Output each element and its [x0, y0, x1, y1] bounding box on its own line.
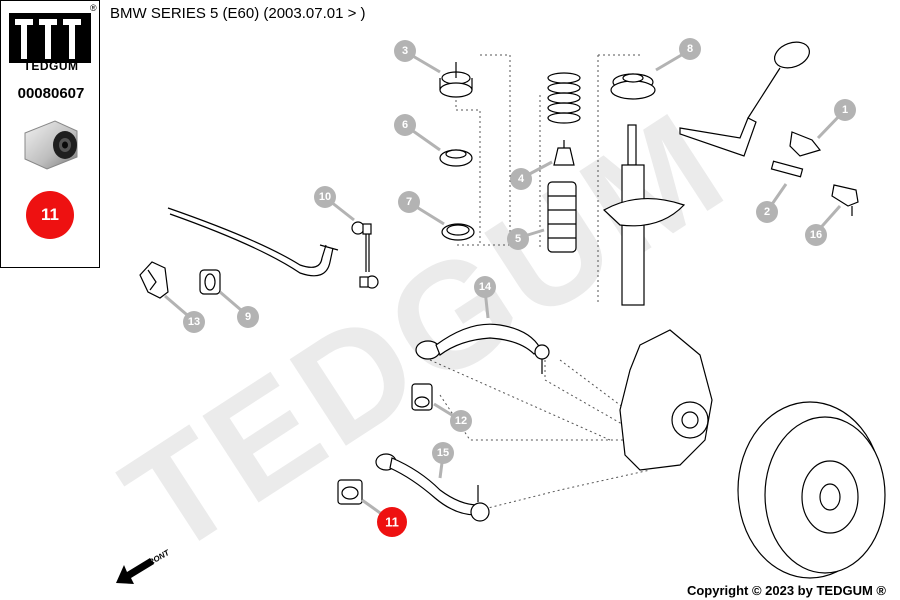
strut-mount	[439, 62, 473, 98]
dust-boot	[547, 181, 577, 253]
callout-14-label: 14	[479, 281, 492, 293]
callout-7-label: 7	[406, 196, 412, 208]
callout-6-label: 6	[402, 119, 408, 131]
tedgum-logo-icon	[9, 13, 91, 63]
callout-10-label: 10	[319, 191, 331, 203]
callouts: 1 2 3 4 5 6 7 8 9 10 11 12 13 14 15 16	[183, 38, 856, 537]
callout-13[interactable]: 13	[183, 311, 205, 333]
callout-8-label: 8	[687, 43, 693, 55]
callout-10[interactable]: 10	[314, 186, 336, 208]
callout-9[interactable]: 9	[237, 306, 259, 328]
callout-15-label: 15	[437, 447, 449, 459]
callout-12[interactable]: 12	[450, 410, 472, 432]
bushing-photo	[24, 120, 78, 170]
callout-2[interactable]: 2	[756, 201, 778, 223]
spring-seat	[441, 223, 475, 241]
page-title: BMW SERIES 5 (E60) (2003.07.01 > )	[110, 5, 366, 22]
callout-5-label: 5	[515, 233, 521, 245]
callout-9-label: 9	[245, 311, 251, 323]
upper-control-arm	[415, 323, 550, 374]
front-arrow: FRONT	[116, 548, 172, 584]
product-panel: ® TEDGUM 00080607 11	[0, 0, 100, 268]
brand-name: TEDGUM	[23, 59, 79, 73]
bushing-11	[337, 479, 363, 505]
coil-spring	[547, 72, 581, 124]
callout-3-label: 3	[402, 45, 408, 57]
shock-absorber	[602, 124, 686, 306]
part-number: 00080607	[17, 85, 85, 102]
callout-16[interactable]: 16	[805, 224, 827, 246]
callout-1-label: 1	[842, 104, 848, 116]
callout-13-label: 13	[188, 316, 200, 328]
strut-bearing	[439, 149, 473, 167]
leader-lines	[429, 54, 651, 511]
callout-4-label: 4	[518, 173, 525, 185]
lower-control-arm	[375, 453, 490, 522]
callout-15[interactable]: 15	[432, 442, 454, 464]
callout-12-label: 12	[455, 415, 467, 427]
front-label: FRONT	[143, 548, 172, 570]
callout-8[interactable]: 8	[679, 38, 701, 60]
callout-5[interactable]: 5	[507, 228, 529, 250]
wheel	[737, 401, 886, 579]
stabilizer-bar	[167, 207, 339, 277]
bump-stop	[553, 140, 575, 166]
registered-mark: ®	[90, 3, 97, 13]
steering-knuckle	[619, 329, 713, 471]
callout-1[interactable]: 1	[834, 99, 856, 121]
bushing-12	[411, 383, 433, 411]
callout-11[interactable]: 11	[377, 507, 407, 537]
stabilizer-bushing	[199, 269, 221, 295]
callout-2-label: 2	[764, 206, 770, 218]
top-mount	[610, 73, 656, 100]
steering-assembly	[679, 41, 859, 216]
part-badge: 11	[26, 191, 74, 239]
callout-3[interactable]: 3	[394, 40, 416, 62]
callout-16-label: 16	[810, 229, 822, 241]
copyright-notice: Copyright © 2023 by TEDGUM ®	[686, 583, 886, 598]
callout-14[interactable]: 14	[474, 276, 496, 298]
callout-4[interactable]: 4	[510, 168, 532, 190]
stabilizer-bracket	[139, 261, 169, 299]
callout-11-label: 11	[385, 515, 399, 530]
stabilizer-link	[351, 221, 379, 289]
callout-6[interactable]: 6	[394, 114, 416, 136]
callout-7[interactable]: 7	[398, 191, 420, 213]
